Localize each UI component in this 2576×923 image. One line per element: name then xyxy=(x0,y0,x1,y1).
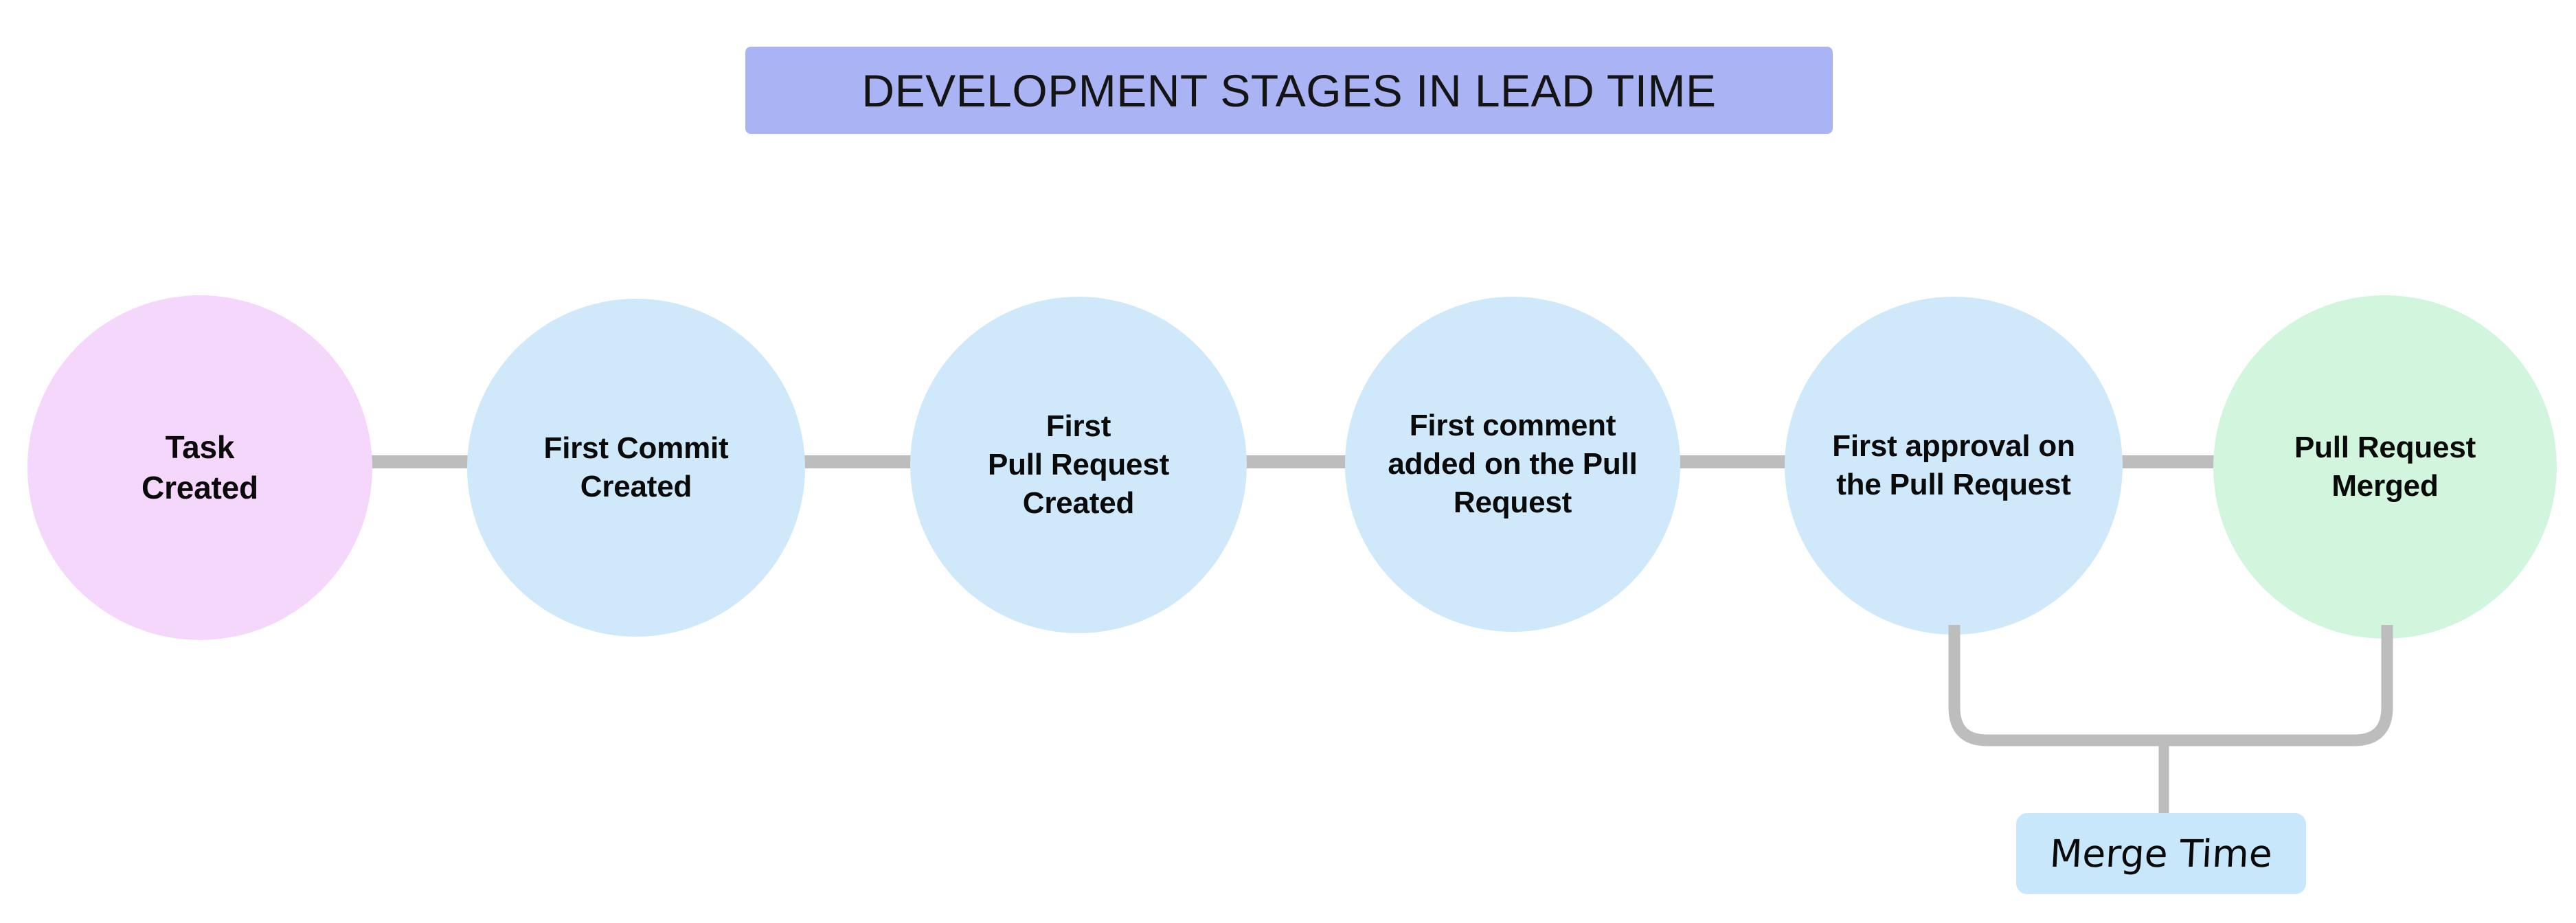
merge-time-label: Merge Time xyxy=(2048,831,2274,876)
stage-node-task-created[interactable]: Task Created xyxy=(27,295,372,640)
page-title: DEVELOPMENT STAGES IN LEAD TIME xyxy=(861,65,1717,116)
connector-4-5 xyxy=(1658,455,1816,468)
stage-label: First approval on the Pull Request xyxy=(1832,429,2075,501)
diagram-title-banner: DEVELOPMENT STAGES IN LEAD TIME xyxy=(745,47,1833,134)
stage-label: First Pull Request Created xyxy=(987,409,1170,521)
stage-label: First comment added on the Pull Request xyxy=(1388,408,1638,520)
merge-time-chip[interactable]: Merge Time xyxy=(2016,813,2306,894)
stage-node-first-comment[interactable]: First comment added on the Pull Request xyxy=(1345,297,1680,632)
connector-1-2 xyxy=(343,455,501,468)
stage-node-first-pull-request[interactable]: First Pull Request Created xyxy=(910,297,1247,633)
merge-time-bracket xyxy=(1948,625,2393,819)
stage-node-pull-request-merged[interactable]: Pull Request Merged xyxy=(2213,295,2557,639)
stage-label: Pull Request Merged xyxy=(2294,430,2476,503)
connector-3-4 xyxy=(1224,455,1377,468)
stage-node-first-commit-created[interactable]: First Commit Created xyxy=(467,299,805,637)
stage-label: Task Created xyxy=(142,429,258,505)
connector-2-3 xyxy=(783,455,941,468)
stage-label: First Commit Created xyxy=(543,431,729,503)
connector-5-6 xyxy=(2099,455,2249,468)
stage-node-first-approval[interactable]: First approval on the Pull Request xyxy=(1785,297,2123,635)
